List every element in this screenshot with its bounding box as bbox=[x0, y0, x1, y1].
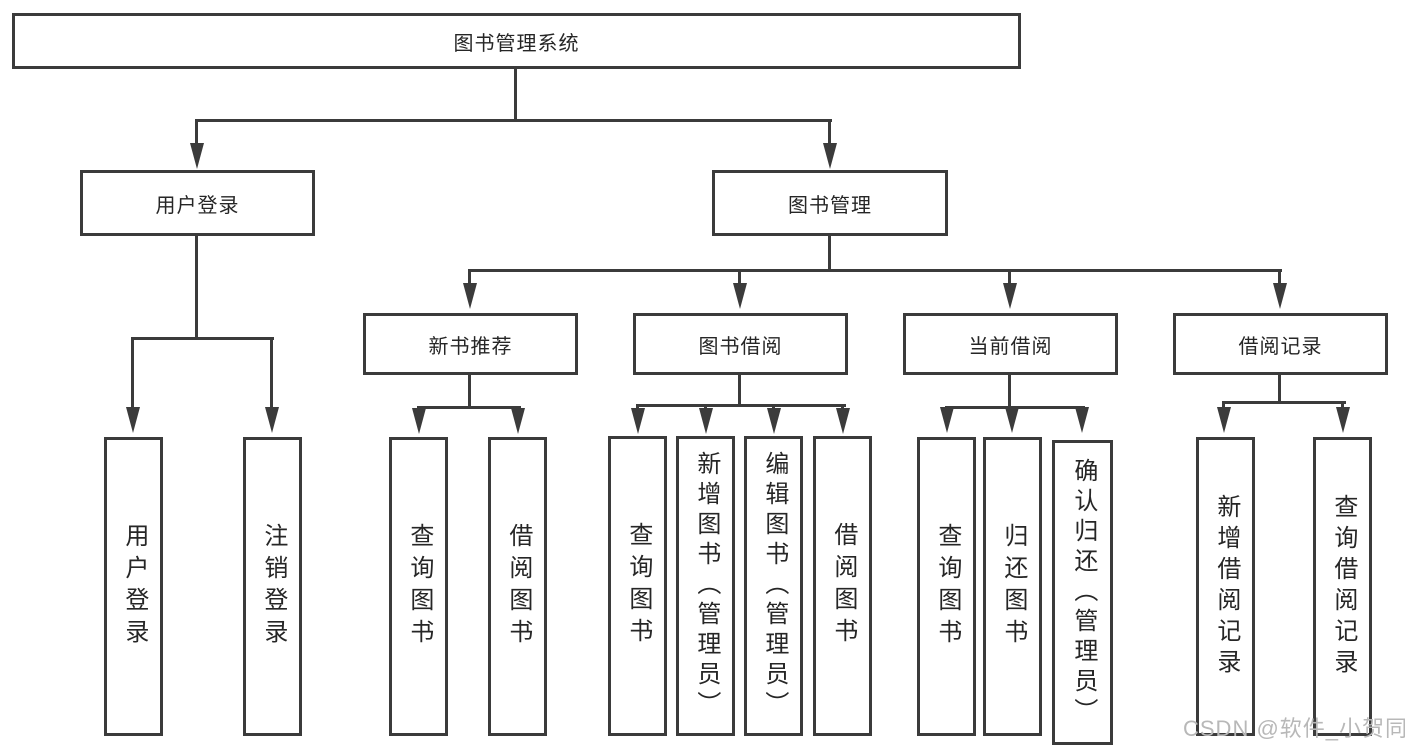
connector-line bbox=[1222, 401, 1225, 411]
arrow-down-icon bbox=[265, 407, 279, 433]
node-new-book-recommend: 新书推荐 bbox=[363, 313, 578, 375]
node-book-management: 图书管理 bbox=[712, 170, 948, 236]
connector-line bbox=[468, 269, 471, 285]
leaf-return-book: 归还图书 bbox=[983, 437, 1042, 736]
connector-line bbox=[738, 375, 741, 407]
arrow-down-icon bbox=[767, 408, 781, 434]
connector-line bbox=[131, 337, 134, 412]
connector-line bbox=[195, 119, 198, 149]
arrow-down-icon bbox=[836, 408, 850, 434]
node-current-borrow: 当前借阅 bbox=[903, 313, 1118, 375]
connector-line bbox=[131, 337, 274, 340]
node-label: 归还图书 bbox=[999, 522, 1027, 651]
arrow-down-icon bbox=[126, 407, 140, 433]
arrow-down-icon bbox=[511, 408, 525, 434]
arrow-down-icon bbox=[823, 143, 837, 169]
connector-line bbox=[1008, 269, 1011, 285]
arrow-down-icon bbox=[940, 407, 954, 433]
arrow-down-icon bbox=[412, 408, 426, 434]
connector-line bbox=[738, 269, 741, 285]
arrow-down-icon bbox=[1217, 407, 1231, 433]
connector-line bbox=[828, 119, 831, 149]
node-root-library-system: 图书管理系统 bbox=[12, 13, 1021, 69]
arrow-down-icon bbox=[631, 408, 645, 434]
node-label: 查询图书 bbox=[624, 522, 652, 650]
node-label: 当前借阅 bbox=[968, 335, 1053, 358]
leaf-query-books-recommend: 查询图书 bbox=[389, 437, 448, 736]
leaf-user-login: 用户登录 bbox=[104, 437, 163, 736]
csdn-watermark: CSDN @软件_小贺同学 bbox=[1183, 716, 1405, 741]
node-label: 编辑图书（管理员） bbox=[760, 451, 788, 721]
leaf-edit-book-admin: 编辑图书（管理员） bbox=[744, 436, 803, 736]
connector-line bbox=[1222, 401, 1346, 404]
connector-line bbox=[195, 236, 198, 340]
arrow-down-icon bbox=[699, 408, 713, 434]
connector-line bbox=[270, 337, 273, 412]
node-label: 图书管理 bbox=[788, 194, 872, 217]
node-label: 借阅图书 bbox=[504, 522, 532, 651]
arrow-down-icon bbox=[1003, 283, 1017, 309]
node-label: 查询图书 bbox=[933, 522, 961, 651]
arrow-down-icon bbox=[1005, 407, 1019, 433]
connector-line bbox=[1008, 375, 1011, 409]
leaf-query-borrow-record: 查询借阅记录 bbox=[1313, 437, 1372, 736]
node-label: 用户登录 bbox=[120, 522, 148, 651]
connector-line bbox=[1278, 375, 1281, 404]
connector-line bbox=[468, 269, 1282, 272]
node-label: 图书管理系统 bbox=[453, 32, 580, 55]
node-label: 新增借阅记录 bbox=[1212, 493, 1240, 680]
node-label: 新增图书（管理员） bbox=[692, 451, 720, 721]
connector-line bbox=[417, 406, 521, 409]
node-label: 图书借阅 bbox=[698, 335, 783, 358]
node-label: 用户登录 bbox=[155, 194, 240, 217]
node-label: 确认归还（管理员） bbox=[1069, 457, 1097, 728]
connector-line bbox=[1278, 269, 1281, 285]
arrow-down-icon bbox=[1273, 283, 1287, 309]
leaf-query-books-current: 查询图书 bbox=[917, 437, 976, 736]
leaf-logout: 注销登录 bbox=[243, 437, 302, 736]
node-label: 查询图书 bbox=[405, 522, 433, 651]
node-label: 查询借阅记录 bbox=[1329, 493, 1357, 680]
arrow-down-icon bbox=[733, 283, 747, 309]
arrow-down-icon bbox=[1075, 407, 1089, 433]
arrow-down-icon bbox=[463, 283, 477, 309]
leaf-borrow-books: 借阅图书 bbox=[813, 436, 872, 736]
node-label: 新书推荐 bbox=[428, 335, 513, 358]
leaf-add-book-admin: 新增图书（管理员） bbox=[676, 436, 735, 736]
leaf-add-borrow-record: 新增借阅记录 bbox=[1196, 437, 1255, 736]
node-label: 注销登录 bbox=[259, 522, 287, 651]
arrow-down-icon bbox=[190, 143, 204, 169]
node-borrow-records: 借阅记录 bbox=[1173, 313, 1388, 375]
node-user-login: 用户登录 bbox=[80, 170, 315, 236]
arrow-down-icon bbox=[1336, 407, 1350, 433]
connector-line bbox=[196, 119, 832, 122]
leaf-borrow-books-recommend: 借阅图书 bbox=[488, 437, 547, 736]
node-label: 借阅图书 bbox=[829, 522, 857, 650]
connector-line bbox=[636, 404, 846, 407]
connector-line bbox=[1341, 401, 1344, 411]
node-label: 借阅记录 bbox=[1238, 335, 1323, 358]
node-book-borrow: 图书借阅 bbox=[633, 313, 848, 375]
connector-line bbox=[828, 236, 831, 272]
connector-line bbox=[514, 69, 517, 121]
connector-line bbox=[468, 375, 471, 409]
leaf-confirm-return-admin: 确认归还（管理员） bbox=[1052, 440, 1113, 745]
leaf-query-books-borrow: 查询图书 bbox=[608, 436, 667, 736]
